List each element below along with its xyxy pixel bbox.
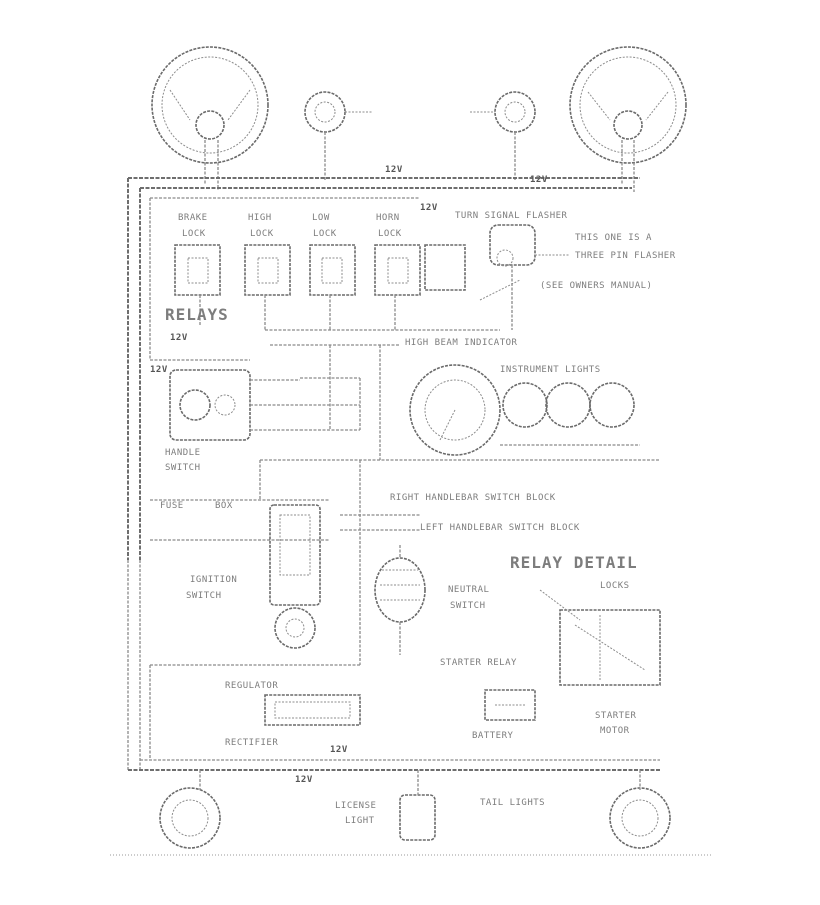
relay-detail-icon (539, 589, 661, 686)
ignition-switch-icon (269, 504, 321, 649)
turn-signal-flasher-icon (479, 224, 570, 330)
flasher-note-1: THIS ONE IS A (575, 233, 652, 243)
wire-tag: 12V (420, 203, 438, 213)
regulator-icon (264, 694, 361, 726)
instrument-cluster-icon (409, 364, 640, 456)
flasher-label: TURN SIGNAL FLASHER (455, 211, 568, 221)
wire-tag: 12V (385, 165, 403, 175)
flasher-note-2: THREE PIN FLASHER (575, 251, 676, 261)
relay-label-horn-1: HORN (376, 213, 400, 223)
high-beam-indicator-label: HIGH BEAM INDICATOR (405, 338, 518, 348)
neutral-label-1: NEUTRAL (448, 585, 489, 595)
main-harness (127, 177, 660, 771)
left-rear-signal-icon (159, 770, 221, 849)
fuse-box-label-1: FUSE (160, 501, 184, 511)
license-label-1: LICENSE (335, 801, 376, 811)
left-turn-signal-icon (304, 91, 372, 180)
right-rear-signal-icon (609, 770, 671, 849)
license-label-2: LIGHT (345, 816, 375, 826)
flasher-note-3: (SEE OWNERS MANUAL) (540, 281, 652, 291)
starter-motor-label-1: STARTER (595, 711, 637, 721)
wire-tag: 12V (330, 745, 348, 755)
wire-tag: 12V (150, 365, 168, 375)
relays-title: RELAYS (165, 305, 229, 324)
tail-lamp-label: TAIL LIGHTS (480, 798, 545, 808)
regulator-label-2: RECTIFIER (225, 738, 278, 748)
right-headlamp-icon (569, 46, 687, 192)
relay-label-low-2: LOCK (313, 229, 337, 239)
starter-relay-icon (374, 545, 426, 655)
relay-label-horn-2: LOCK (378, 229, 402, 239)
regulator-label-1: REGULATOR (225, 681, 278, 691)
right-block-label: RIGHT HANDLEBAR SWITCH BLOCK (390, 493, 556, 503)
ignition-label-1: IGNITION (190, 575, 237, 585)
wire-tag: 12V (530, 175, 548, 185)
starter-relay-label: STARTER RELAY (440, 658, 517, 668)
starter-motor-label-2: MOTOR (600, 726, 630, 736)
relay-bank (174, 244, 466, 330)
relay-label-high-1: HIGH (248, 213, 272, 223)
relay-label-low-1: LOW (312, 213, 330, 223)
battery-icon (484, 689, 536, 721)
fuse-box-label-2: BOX (215, 501, 233, 511)
right-turn-signal-icon (470, 91, 536, 180)
ignition-label-2: SWITCH (186, 591, 222, 601)
relay-label-brake-1: BRAKE (178, 213, 208, 223)
battery-label: BATTERY (472, 731, 514, 741)
relay-label-high-2: LOCK (250, 229, 274, 239)
relay-detail-note: LOCKS (600, 581, 630, 591)
handle-switch-label-2: SWITCH (165, 463, 201, 473)
left-block-label: LEFT HANDLEBAR SWITCH BLOCK (420, 523, 580, 533)
license-light-icon (399, 770, 436, 841)
neutral-label-2: SWITCH (450, 601, 486, 611)
relay-label-brake-2: LOCK (182, 229, 206, 239)
left-headlamp-icon (151, 46, 269, 190)
wire-tag: 12V (170, 333, 188, 343)
relay-detail-title: RELAY DETAIL (510, 553, 638, 572)
wire-tag: 12V (295, 775, 313, 785)
handlebar-switch-icon (169, 369, 300, 441)
handle-switch-label-1: HANDLE (165, 448, 201, 458)
instrument-lights-label: INSTRUMENT LIGHTS (500, 365, 601, 375)
